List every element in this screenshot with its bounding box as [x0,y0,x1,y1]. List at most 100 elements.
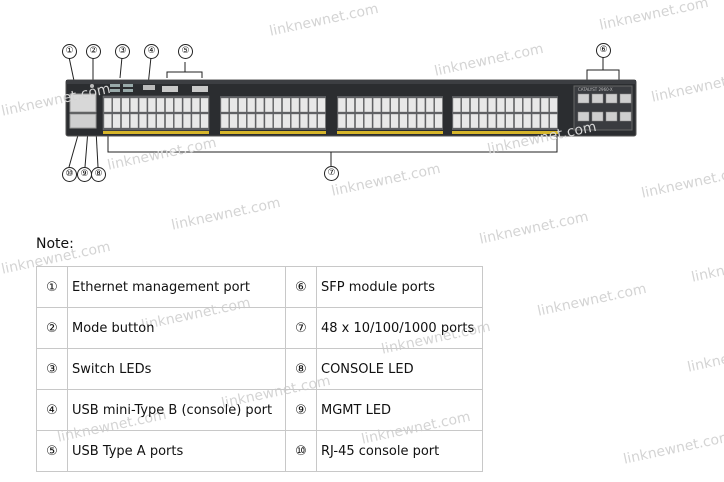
rj45-port [514,97,523,113]
legend-text: RJ-45 console port [316,430,483,472]
rj45-port [496,97,505,113]
rj45-port [300,113,309,129]
legend-text: 48 x 10/100/1000 ports [316,307,483,349]
rj45-port [103,97,112,113]
rj45-port [191,97,200,113]
rj45-port [291,97,300,113]
rj45-port [256,97,265,113]
rj45-port [425,113,434,129]
rj45-port [496,113,505,129]
table-row: ③ Switch LEDs ⑧ CONSOLE LED [36,348,483,390]
rj45-port [505,97,514,113]
rj45-port [540,113,549,129]
rj45-port [488,113,497,129]
management-port-block [69,93,97,113]
legend-number: ⑥ [285,266,317,308]
legend-text: USB mini-Type B (console) port [67,389,286,431]
rj45-port [452,113,461,129]
legend-text: Mode button [67,307,286,349]
rj45-port [461,97,470,113]
rj45-port-group-4 [452,96,558,130]
rj45-port [532,113,541,129]
rj45-port [112,113,121,129]
rj45-port [291,113,300,129]
callout-4: ④ [144,44,159,59]
rj45-port [523,97,532,113]
legend-number: ⑦ [285,307,317,349]
legend-number: ① [36,266,68,308]
callout-9: ⑨ [77,167,92,182]
rj45-port [121,97,130,113]
callout-5: ⑤ [178,44,193,59]
rj45-port [247,113,256,129]
legend-text: Switch LEDs [67,348,286,390]
callout-7: ⑦ [324,166,339,181]
callout-6: ⑥ [596,43,611,58]
rj45-port [182,97,191,113]
rj45-port [346,113,355,129]
rj45-port [138,113,147,129]
legend-number: ② [36,307,68,349]
rj45-port [317,97,326,113]
rj45-port [470,113,479,129]
rj45-port [434,113,443,129]
rj45-port [308,113,317,129]
sfp-ports [577,93,632,122]
rj45-port [191,113,200,129]
legend-number: ⑧ [285,348,317,390]
rj45-port [282,97,291,113]
rj45-port [408,97,417,113]
rj45-port [238,113,247,129]
rj45-port [549,113,558,129]
table-row: ⑤ USB Type A ports ⑩ RJ-45 console port [36,430,483,472]
rj45-port [532,97,541,113]
rj45-port [112,97,121,113]
rj45-port [470,97,479,113]
rj45-port [300,97,309,113]
rj45-port-group-2 [220,96,326,130]
rj45-port [373,113,382,129]
rj45-port [308,97,317,113]
usb-a-port-1 [162,86,178,92]
rj45-port [417,113,426,129]
rj45-port [364,113,373,129]
rj45-port [355,97,364,113]
legend-number: ④ [36,389,68,431]
rj45-port [425,97,434,113]
watermark: linknewnet.com [686,336,724,376]
legend-number: ⑤ [36,430,68,472]
rj45-port [264,97,273,113]
rj45-port [549,97,558,113]
rj45-port [165,113,174,129]
rj45-port [220,113,229,129]
rj45-port [238,97,247,113]
rj45-port [229,113,238,129]
rj45-port [523,113,532,129]
rj45-port-group-3 [337,96,443,130]
note-label: Note: [36,236,74,252]
rj45-port [282,113,291,129]
rj45-port [452,97,461,113]
rj45-port [381,97,390,113]
rj45-port [138,97,147,113]
rj45-port [220,97,229,113]
usb-mini-port [143,85,155,90]
rj45-port [130,97,139,113]
sfp-module-block [573,85,633,131]
rj45-port [399,97,408,113]
usb-a-port-2 [192,86,208,92]
rj45-port [317,113,326,129]
rj45-port [337,113,346,129]
rj45-port [381,113,390,129]
legend-text: SFP module ports [316,266,483,308]
rj45-port [200,97,209,113]
rj45-port [434,97,443,113]
rj45-port [373,97,382,113]
rj45-port [229,97,238,113]
rj45-port [337,97,346,113]
rj45-port [408,113,417,129]
rj45-port [479,97,488,113]
table-row: ① Ethernet management port ⑥ SFP module … [36,266,483,308]
rj45-port [156,113,165,129]
rj45-port [182,113,191,129]
